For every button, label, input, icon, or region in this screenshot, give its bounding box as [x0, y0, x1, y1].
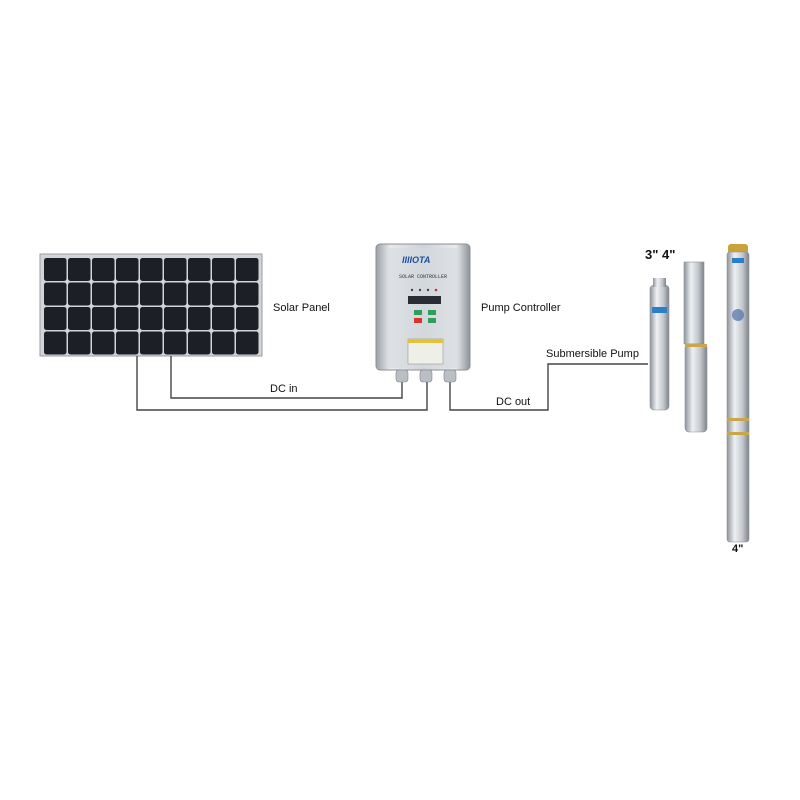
solar-panel: [39, 253, 263, 357]
dc-in-label: DC in: [270, 383, 298, 395]
controller-button-4: [428, 318, 436, 323]
solar-cells: [44, 258, 259, 355]
solar-cell: [164, 331, 187, 355]
solar-cell: [212, 331, 235, 355]
svg-text:IIIIOTA: IIIIOTA: [402, 255, 430, 265]
submersible-pump-3inch: [649, 278, 670, 411]
solar-cell: [164, 258, 187, 281]
solar-panel-label: Solar Panel: [273, 302, 330, 314]
solar-cell: [236, 282, 259, 306]
wire-dc-out: [449, 363, 648, 411]
solar-cell: [116, 282, 139, 306]
solar-cell: [236, 307, 259, 330]
solar-cell: [236, 331, 259, 355]
solar-cell: [68, 307, 91, 330]
solar-cell: [92, 331, 115, 355]
solar-cell: [92, 307, 115, 330]
solar-cell: [116, 331, 139, 355]
solar-cell: [116, 307, 139, 330]
solar-cell: [140, 258, 163, 281]
solar-cell: [68, 282, 91, 306]
solar-cell: [140, 307, 163, 330]
solar-cell: [68, 331, 91, 355]
solar-cell: [188, 331, 211, 355]
solar-cell: [44, 282, 67, 306]
solar-cell: [164, 282, 187, 306]
pump-controller-label: Pump Controller: [481, 302, 561, 314]
solar-cell: [212, 258, 235, 281]
solar-cell: [44, 258, 67, 281]
dc-out-label: DC out: [496, 396, 531, 408]
wires: [136, 356, 648, 411]
pump-controller: IIIIOTA SOLAR CONTROLLER: [375, 243, 471, 383]
solar-cell: [188, 307, 211, 330]
wire-dc-in-positive: [170, 356, 403, 399]
controller-title: SOLAR CONTROLLER: [399, 274, 447, 280]
solar-cell: [116, 258, 139, 281]
solar-cell: [188, 282, 211, 306]
controller-button-2: [428, 310, 436, 315]
solar-cell: [140, 331, 163, 355]
solar-cell: [212, 282, 235, 306]
submersible-pump-label: Submersible Pump: [546, 348, 639, 360]
solar-cell: [236, 258, 259, 281]
solar-cell: [68, 258, 91, 281]
submersible-pump-4inch-short: [683, 261, 708, 433]
pump-size-label-bottom: 4": [732, 543, 744, 555]
solar-cell: [44, 307, 67, 330]
solar-cell: [140, 282, 163, 306]
solar-cell: [92, 282, 115, 306]
controller-button-1: [414, 310, 422, 315]
controller-button-3: [414, 318, 422, 323]
solar-cell: [92, 258, 115, 281]
wire-dc-in-negative: [136, 356, 428, 411]
solar-cell: [44, 331, 67, 355]
pump-size-label-top: 3" 4": [645, 247, 676, 262]
solar-cell: [212, 307, 235, 330]
solar-cell: [188, 258, 211, 281]
submersible-pump-4inch-long: [726, 244, 750, 543]
solar-cell: [164, 307, 187, 330]
warning-label: [407, 338, 444, 365]
